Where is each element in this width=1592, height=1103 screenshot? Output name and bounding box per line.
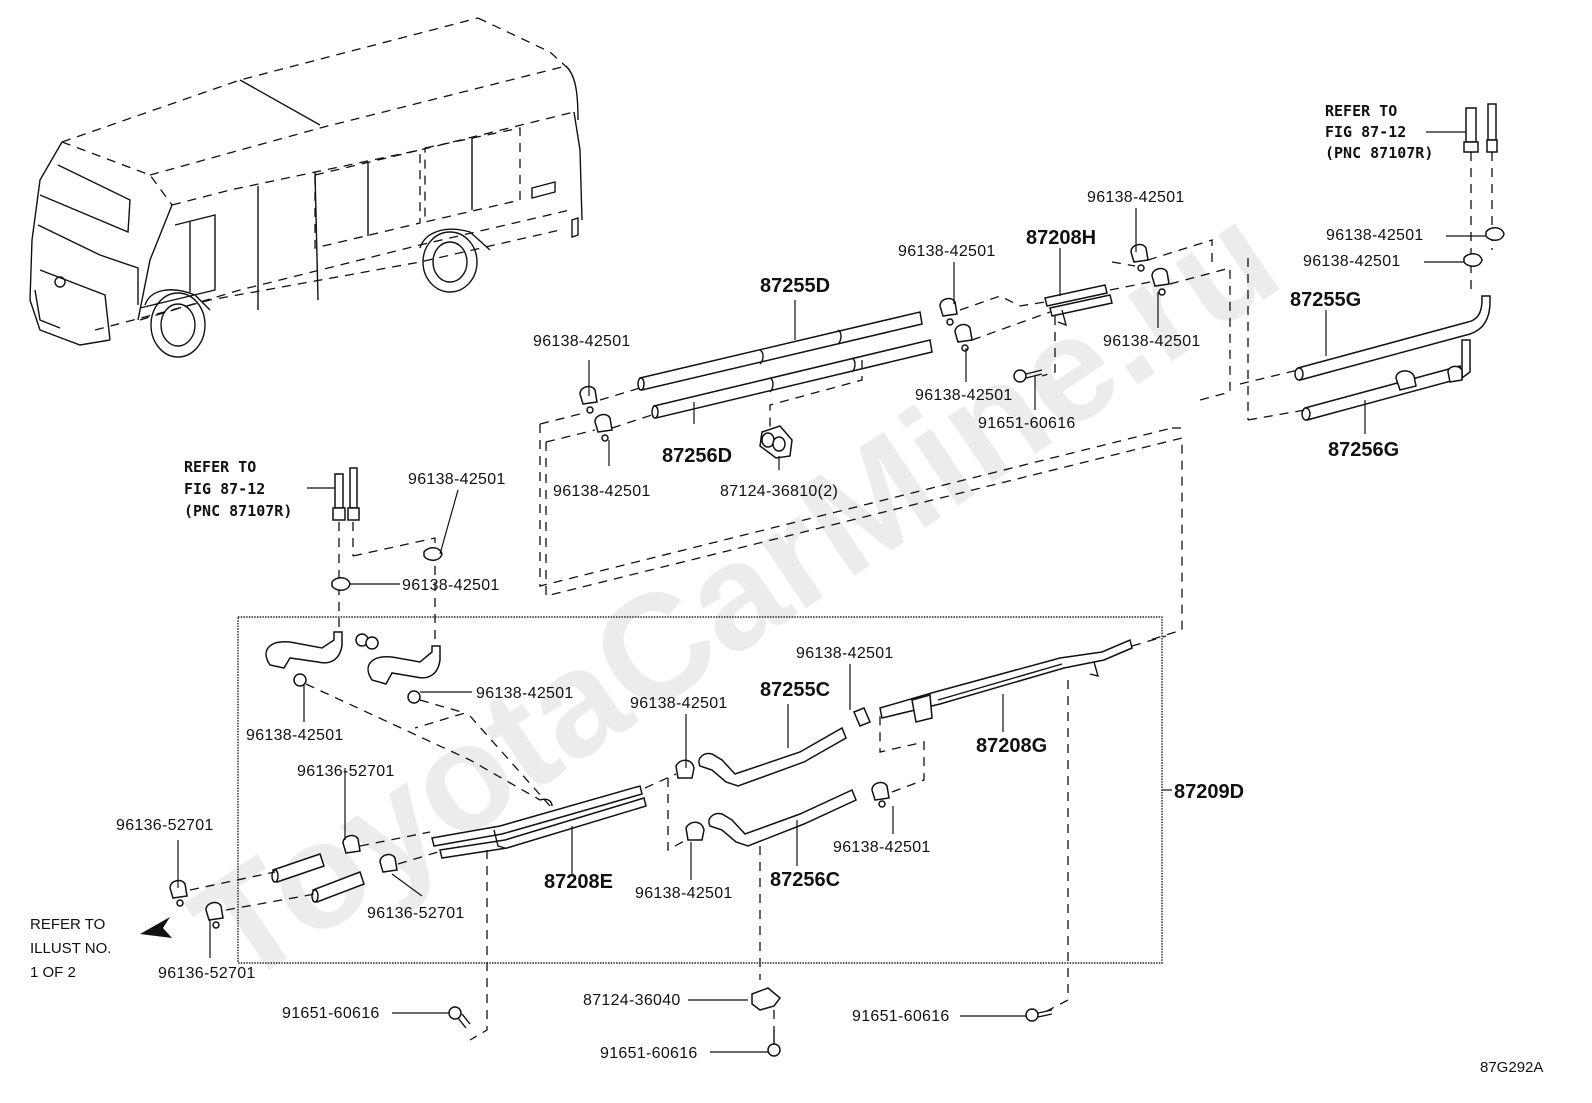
arrow-left-icon bbox=[140, 917, 172, 938]
part-number-label[interactable]: 96138-42501 bbox=[533, 333, 631, 350]
part-number-label[interactable]: 91651-60616 bbox=[282, 1005, 380, 1022]
part-labels: REFER TO FIG 87-12 (PNC 87107R) 96138-42… bbox=[30, 102, 1543, 1076]
reference-note-line: REFER TO bbox=[1325, 102, 1397, 120]
part-number-label[interactable]: 91651-60616 bbox=[978, 415, 1076, 432]
part-number-label[interactable]: 96138-42501 bbox=[408, 471, 506, 488]
reference-note-line: FIG 87-12 bbox=[1325, 123, 1406, 141]
clamp-icon bbox=[594, 413, 613, 442]
reference-note-line: (PNC 87107R) bbox=[1325, 144, 1433, 162]
hose-left bbox=[265, 631, 343, 669]
hose-right bbox=[367, 645, 441, 685]
part-number-label[interactable]: 96138-42501 bbox=[1103, 333, 1201, 350]
reference-note-line: 1 OF 2 bbox=[30, 964, 76, 981]
part-number-label[interactable]: 87208E bbox=[544, 871, 613, 893]
part-number-label[interactable]: 96138-42501 bbox=[476, 685, 574, 702]
part-number-label[interactable]: 96136-52701 bbox=[297, 763, 395, 780]
part-number-label[interactable]: 87256C bbox=[770, 869, 840, 891]
hose-87255C bbox=[698, 726, 847, 787]
part-number-label[interactable]: 87256D bbox=[662, 445, 732, 467]
clamp-icon bbox=[939, 297, 958, 326]
pipe-87208E bbox=[431, 785, 643, 847]
reference-note-line: FIG 87-12 bbox=[184, 480, 265, 498]
bolt-icon bbox=[1013, 369, 1043, 383]
part-number-label[interactable]: 96138-42501 bbox=[1326, 227, 1424, 244]
reference-note-line: ILLUST NO. bbox=[30, 940, 111, 957]
bolt-icon bbox=[767, 1030, 781, 1057]
clamp-icon bbox=[685, 821, 705, 841]
clamp-icon bbox=[331, 577, 351, 591]
part-number-label[interactable]: 96138-42501 bbox=[1303, 253, 1401, 270]
clamp-icon bbox=[407, 690, 421, 704]
bolt-icon bbox=[1025, 1008, 1053, 1022]
part-number-label[interactable]: 96138-42501 bbox=[635, 885, 733, 902]
clamp-icon bbox=[1151, 267, 1170, 296]
upper-pipe-assembly bbox=[539, 239, 1231, 641]
pipe-87255G bbox=[1297, 295, 1491, 381]
clamp-icon bbox=[579, 385, 598, 414]
bolt-icon bbox=[448, 1006, 471, 1029]
part-number-label[interactable]: 87255D bbox=[760, 275, 830, 297]
clamp-icon bbox=[871, 781, 890, 808]
clamp-icon bbox=[423, 547, 443, 561]
part-number-label[interactable]: 96138-42501 bbox=[402, 577, 500, 594]
clamp-icon bbox=[675, 759, 695, 779]
part-number-label[interactable]: 87208H bbox=[1026, 227, 1096, 249]
pipe-87256G bbox=[1304, 365, 1463, 421]
part-number-label[interactable]: 96136-52701 bbox=[116, 817, 214, 834]
group-label[interactable]: 87209D bbox=[1174, 781, 1244, 803]
part-number-label[interactable]: 87255G bbox=[1290, 289, 1361, 311]
part-number-label[interactable]: 87124-36040 bbox=[583, 992, 681, 1009]
part-number-label[interactable]: 91651-60616 bbox=[600, 1045, 698, 1062]
part-number-label[interactable]: 87255C bbox=[760, 679, 830, 701]
part-number-label[interactable]: 96136-52701 bbox=[158, 965, 256, 982]
part-number-label[interactable]: 96138-42501 bbox=[915, 387, 1013, 404]
lower-pipe-assembly bbox=[140, 467, 1172, 1057]
clamp-icon bbox=[293, 673, 307, 687]
part-number-label[interactable]: 96138-42501 bbox=[796, 645, 894, 662]
bracket-icon bbox=[751, 987, 782, 1011]
clamp-icon bbox=[355, 633, 379, 650]
figure-code: 87G292A bbox=[1480, 1059, 1543, 1076]
part-number-label[interactable]: 96138-42501 bbox=[630, 695, 728, 712]
part-number-label[interactable]: 96138-42501 bbox=[553, 483, 651, 500]
part-number-label[interactable]: 96138-42501 bbox=[246, 727, 344, 744]
hose-87256C bbox=[708, 788, 857, 847]
pipe-87208H bbox=[1044, 284, 1108, 307]
clamp-icon bbox=[853, 707, 871, 727]
part-number-label[interactable]: 87124-36810(2) bbox=[720, 483, 838, 500]
part-number-label[interactable]: 96138-42501 bbox=[898, 243, 996, 260]
reference-note-line: REFER TO bbox=[184, 458, 256, 476]
part-number-label[interactable]: 96138-42501 bbox=[1087, 189, 1185, 206]
part-number-label[interactable]: 91651-60616 bbox=[852, 1008, 950, 1025]
reference-note-line: (PNC 87107R) bbox=[184, 502, 292, 520]
clamp-icon bbox=[379, 853, 398, 873]
part-number-label[interactable]: 96138-42501 bbox=[833, 839, 931, 856]
part-number-label[interactable]: 87208G bbox=[976, 735, 1047, 757]
clamp-icon bbox=[205, 901, 224, 929]
clamp-icon bbox=[1485, 227, 1505, 241]
bracket-icon bbox=[759, 425, 793, 459]
clamp-icon bbox=[1130, 243, 1149, 272]
clamp-icon bbox=[1463, 253, 1483, 267]
clamp-icon bbox=[169, 879, 188, 907]
leader-lines bbox=[177, 131, 1486, 1053]
vehicle-illustration bbox=[29, 17, 583, 358]
part-number-label[interactable]: 96136-52701 bbox=[367, 905, 465, 922]
reference-note-line: REFER TO bbox=[30, 916, 105, 933]
part-number-label[interactable]: 87256G bbox=[1328, 439, 1399, 461]
clamp-icon bbox=[342, 834, 361, 854]
right-pipe-assembly bbox=[1239, 103, 1505, 421]
clamp-icon bbox=[954, 323, 973, 352]
